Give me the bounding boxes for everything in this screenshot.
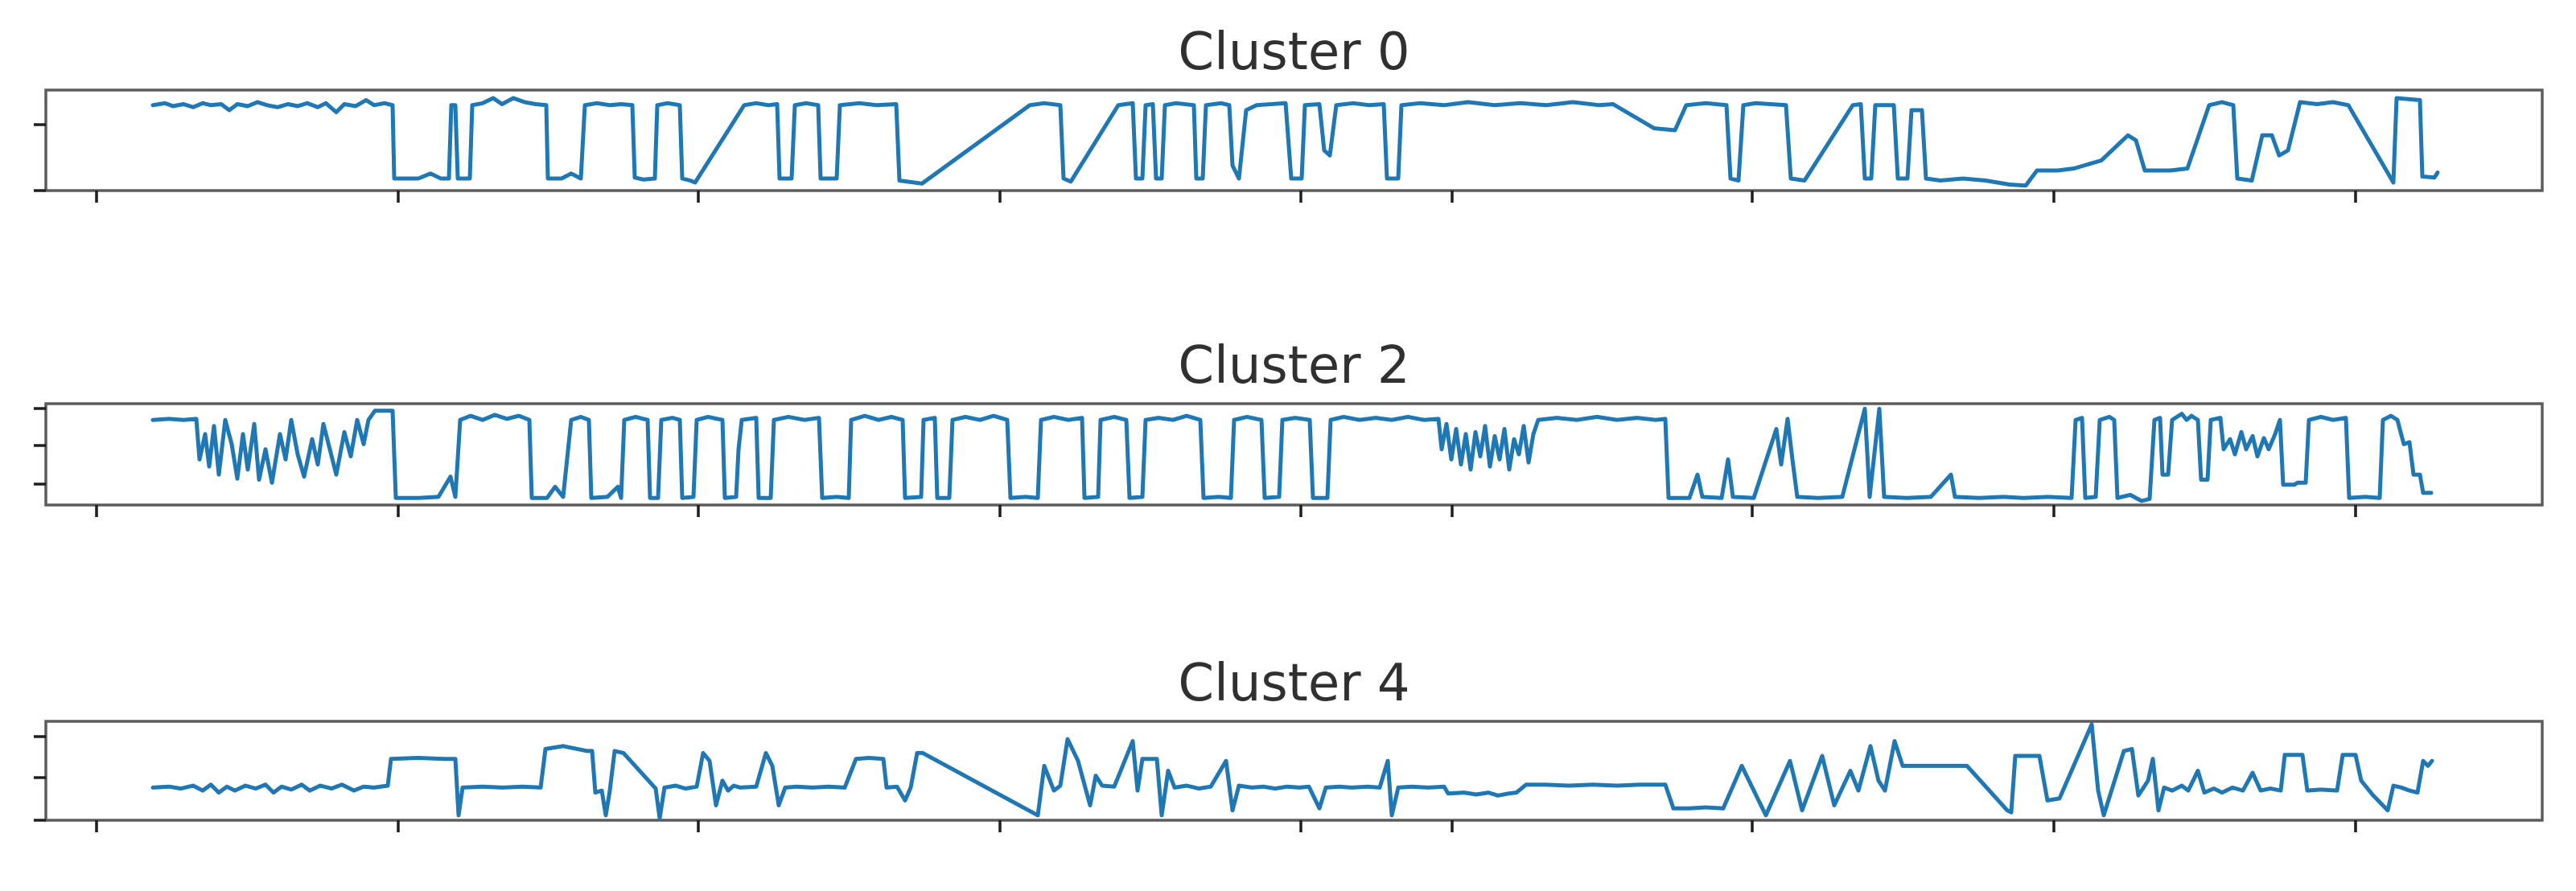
axes-frame [44, 88, 2544, 192]
x-axis-ticks [95, 505, 2357, 517]
cluster-4-series-line [150, 722, 2434, 820]
cluster-4-plot: Cluster 4 [34, 654, 2544, 832]
y-axis-ticks [34, 735, 46, 822]
x-axis-ticks [95, 191, 2357, 203]
plot-title-cluster-4: Cluster 4 [1178, 654, 1409, 713]
axes-frame [44, 720, 2544, 822]
axes-frame [44, 402, 2544, 507]
y-axis-ticks [34, 407, 46, 486]
plot-title-cluster-2: Cluster 2 [1178, 336, 1409, 396]
cluster-0-series-line [150, 96, 2440, 188]
plot-title-cluster-0: Cluster 0 [1178, 23, 1409, 82]
x-axis-ticks [95, 820, 2357, 832]
y-axis-ticks [34, 123, 46, 192]
cluster-2-plot: Cluster 2 [34, 336, 2544, 517]
cluster-2-series-line [150, 406, 2434, 503]
cluster-0-plot: Cluster 0 [34, 23, 2544, 203]
